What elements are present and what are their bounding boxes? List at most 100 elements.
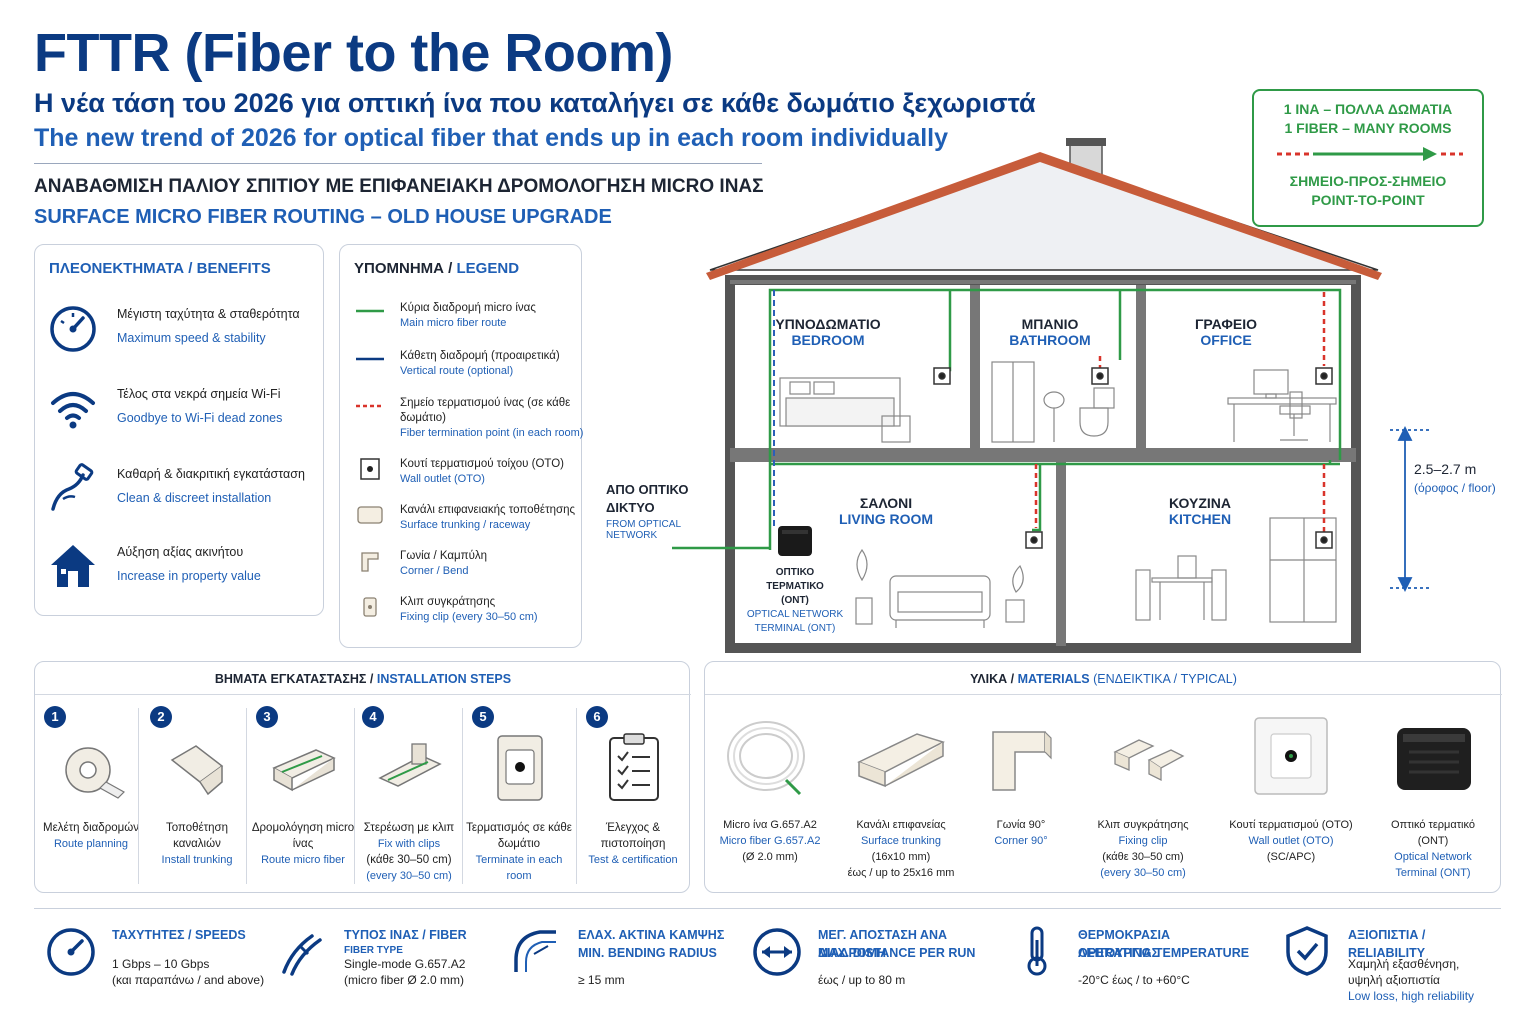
step-greek: Δρομολόγηση micro ίνας	[251, 822, 355, 850]
step-number: 3	[256, 706, 278, 728]
step-greek: Τερματισμός σε κάθε δωμάτιο	[466, 822, 572, 850]
legend-english: Fiber termination point (in each room)	[400, 427, 584, 439]
step-english: Install trunking	[161, 854, 233, 866]
spec-reliability: ΑΞΙΟΠΙΣΤΙΑ / RELIABILITY Χαμηλή εξασθένη…	[1280, 922, 1500, 1003]
legend-heading: ΥΠΟΜΝΗΜΑ / LEGEND	[354, 260, 520, 277]
room-label-office: ΓΡΑΦΕΙΟ OFFICE	[1194, 316, 1258, 348]
material-item: Γωνία 90° Corner 90°	[946, 712, 1096, 849]
kitchen-furniture	[1135, 517, 1337, 623]
fiber-cable-icon	[51, 463, 94, 511]
roof	[709, 155, 1379, 271]
legend-greek: Κλιπ συγκράτησης	[400, 596, 496, 608]
material-greek: Κανάλι επιφανείας	[856, 819, 946, 831]
ont-device-icon	[1397, 728, 1471, 790]
fiber-strands-icon	[282, 934, 322, 976]
material-greek: Κλιπ συγκράτησης	[1097, 819, 1189, 831]
bathroom-fixtures	[991, 361, 1115, 443]
legend-heading-english: LEGEND	[456, 260, 520, 277]
point-to-point-arrow-icon	[1277, 147, 1463, 161]
floor-height-label: 2.5–2.7 m (όροφος / floor)	[1414, 461, 1496, 495]
benefit-english: Maximum speed & stability	[117, 331, 266, 345]
spec-fiber-type: ΤΥΠΟΣ ΙΝΑΣ / FIBER FIBER TYPE Single-mod…	[276, 922, 506, 1002]
spec-speeds: ΤΑΧΥΤΗΤΕΣ / SPEEDS 1 Gbps – 10 Gbps (και…	[44, 922, 274, 1002]
wall-outlet-icon	[497, 735, 543, 801]
legend-english: Vertical route (optional)	[400, 365, 514, 377]
room-label-kitchen: ΚΟΥΖΙΝΑ KITCHEN	[1168, 495, 1232, 527]
material-english: Micro fiber G.657.A2	[719, 835, 821, 847]
wall-outlets	[933, 367, 1333, 549]
trunking-install-icon	[170, 745, 224, 796]
benefit-item: Τέλος στα νεκρά σημεία Wi-Fi Goodbye to …	[47, 383, 317, 447]
header-divider	[34, 163, 762, 164]
material-note: (κάθε 30–50 cm)	[1102, 851, 1184, 863]
fixing-clip-icon	[1113, 739, 1185, 782]
step-note-greek: (κάθε 30–50 cm)	[366, 854, 452, 866]
benefit-greek: Αύξηση αξίας ακινήτου	[117, 545, 244, 559]
legend-greek: Κουτί τερματισμού τοίχου (ΟΤΟ)	[400, 458, 564, 470]
benefit-greek: Μέγιστη ταχύτητα & σταθερότητα	[117, 307, 300, 321]
benefit-item: Καθαρή & διακριτική εγκατάσταση Clean & …	[47, 463, 317, 527]
material-greek: Κουτί τερματισμού (ΟΤΟ)	[1229, 819, 1353, 831]
material-english: Optical Network Terminal (ONT)	[1394, 851, 1472, 879]
legend-greek: Κανάλι επιφανειακής τοποθέτησης	[400, 504, 576, 516]
step-number: 4	[362, 706, 384, 728]
legend-greek: Γωνία / Καμπύλη	[400, 550, 488, 562]
step-greek: Στερέωση με κλιπ	[363, 822, 455, 834]
spec-max-distance: ΜΕΓ. ΑΠΟΣΤΑΣΗ ΑΝΑ ΔΙΑΔΡΟΜΗ MAX. DISTANCE…	[750, 922, 1010, 1002]
material-english: Wall outlet (OTO)	[1248, 835, 1334, 847]
floor-slab	[730, 448, 1356, 462]
clip-fixing-icon	[378, 743, 442, 787]
thermometer-icon	[1027, 926, 1047, 976]
fixing-clip-icon	[363, 597, 377, 617]
step-greek: Μελέτη διαδρομών	[42, 822, 139, 834]
benefit-item: Μέγιστη ταχύτητα & σταθερότητα Maximum s…	[47, 303, 317, 367]
benefits-heading: ΠΛΕΟΝΕΚΤΗΜΑΤΑ / BENEFITS	[49, 260, 271, 277]
legend-greek: Κύρια διαδρομή micro ίνας	[400, 302, 536, 314]
section-title-english: SURFACE MICRO FIBER ROUTING – OLD HOUSE …	[34, 206, 612, 228]
legend-greek: Σημείο τερματισμού ίνας (σε κάθε δωμάτιο…	[400, 397, 571, 424]
material-greek: Γωνία 90°	[996, 819, 1046, 831]
trunking-icon	[357, 506, 383, 524]
spec-temperature: ΘΕΡΜΟΚΡΑΣΙΑ ΛΕΙΤΟΥΡΓΙΑΣ OPERATING TEMPER…	[1010, 922, 1250, 1002]
step-english: Fix with clips	[377, 838, 441, 850]
material-english: Fixing clip	[1118, 835, 1168, 847]
badge-line-english: 1 FIBER – MANY ROOMS	[1284, 120, 1452, 136]
shield-check-icon	[1286, 926, 1328, 976]
legend-english: Surface trunking / raceway	[400, 519, 531, 531]
section-title-greek: ΑΝΑΒΑΘΜΙΣΗ ΠΑΛΙΟΥ ΣΠΙΤΙΟΥ ΜΕ ΕΠΙΦΑΝΕΙΑΚΗ…	[34, 176, 764, 197]
badge-line-greek: 1 ΙΝΑ – ΠΟΛΛΑ ΔΩΜΑΤΙΑ	[1283, 101, 1453, 117]
material-note: (Ø 2.0 mm)	[742, 851, 798, 863]
corner-90-icon	[992, 731, 1052, 791]
blue-line-symbol	[356, 357, 384, 361]
material-item: Κουτί τερματισμού (ΟΤΟ) Wall outlet (OTO)…	[1216, 712, 1366, 865]
bedroom-furniture	[779, 377, 911, 443]
room-label-living-room: ΣΑΛΟΝΙ LIVING ROOM	[838, 495, 934, 527]
benefits-card: ΠΛΕΟΝΕΚΤΗΜΑΤΑ / BENEFITS Μέγιστη ταχύτητ…	[34, 244, 324, 616]
page-title: FTTR (Fiber to the Room)	[34, 23, 673, 83]
benefit-item: Αύξηση αξίας ακινήτου Increase in proper…	[47, 541, 317, 605]
materials-card: ΥΛΙΚΑ / MATERIALS (ΕΝΔΕΙΚΤΙΚΑ / TYPICAL)	[704, 661, 1502, 893]
step-english: Test & certification	[588, 854, 678, 866]
bend-radius-icon	[514, 930, 556, 972]
material-note: (16x10 mm)	[871, 851, 931, 863]
legend-heading-greek: ΥΠΟΜΝΗΜΑ	[354, 260, 444, 277]
step-number: 5	[472, 706, 494, 728]
fiber-coil-icon	[727, 721, 805, 796]
material-english: Corner 90°	[994, 835, 1048, 847]
material-english: Surface trunking	[860, 835, 942, 847]
materials-heading: ΥΛΙΚΑ / MATERIALS (ΕΝΔΕΙΚΤΙΚΑ / TYPICAL)	[970, 672, 1237, 686]
ont-device	[778, 526, 812, 556]
surface-trunking-icon	[857, 733, 945, 788]
step-greek: Έλεγχος & πιστοποίηση	[600, 822, 666, 850]
material-note: (ONT)	[1417, 835, 1449, 847]
badge-p2p-english: POINT-TO-POINT	[1311, 192, 1425, 208]
fiber-routing-icon	[272, 749, 336, 792]
